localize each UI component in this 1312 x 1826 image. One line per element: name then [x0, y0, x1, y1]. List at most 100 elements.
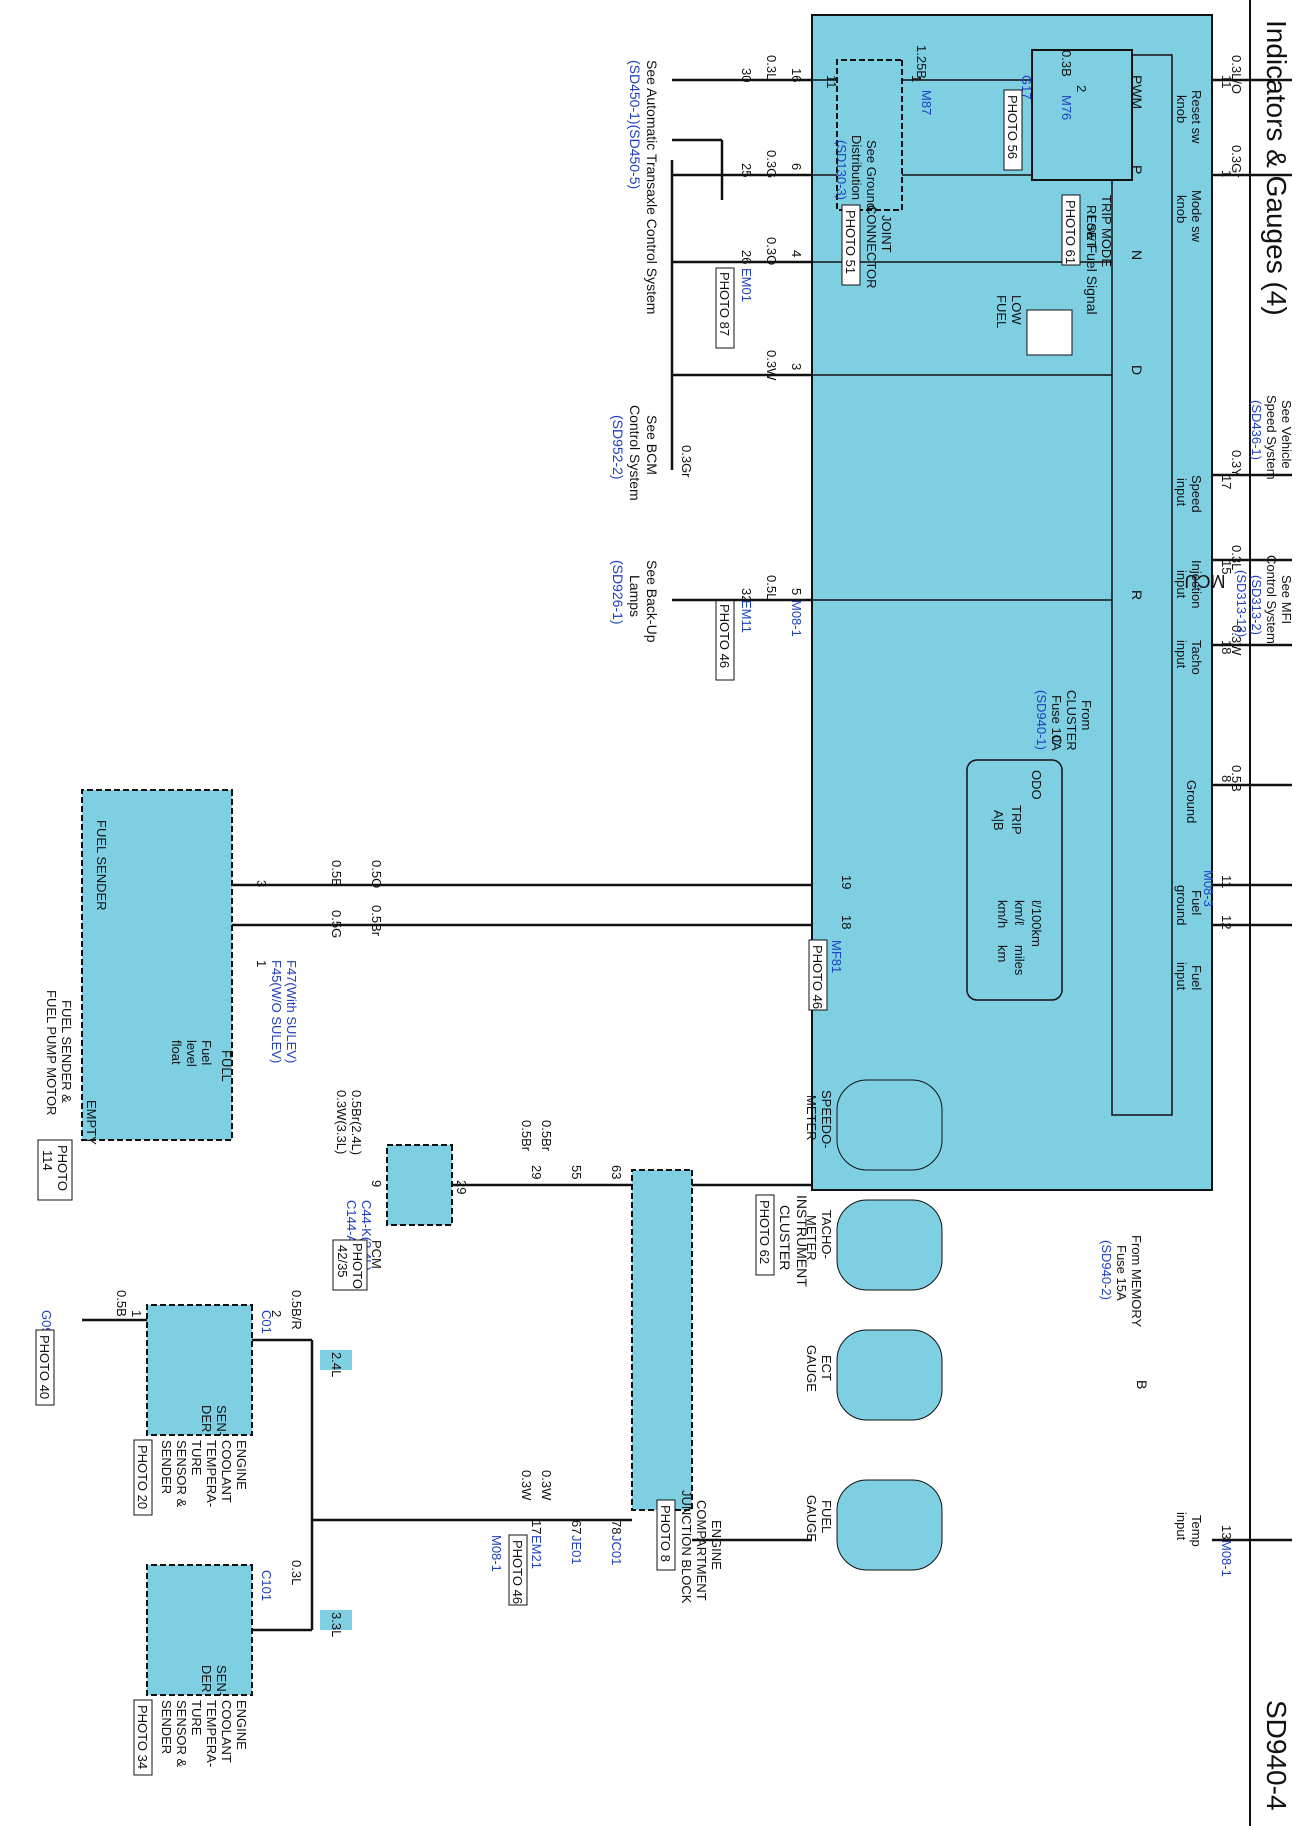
gauges — [836, 1079, 943, 1571]
photo-fuel-2: 114 — [40, 1150, 55, 1171]
ground-dist-2: Distribution — [849, 135, 864, 200]
memory-fuse-2: Fuse 15A — [1114, 1245, 1129, 1301]
g17: G17 — [1019, 75, 1034, 100]
wire-fuel-3: 0.5B — [329, 860, 344, 887]
gear-r: R — [1129, 590, 1145, 600]
cluster-label-1: INSTRUMENT — [794, 1195, 810, 1287]
conn-m08-1-left: M08-1 — [1219, 1540, 1234, 1577]
conn-m08-1-right: M08-1 — [789, 600, 804, 637]
pin-m08-3-12: 12 — [1219, 915, 1234, 929]
wire-right-3: 0.3O — [764, 237, 779, 265]
input-temp-1: Temp — [1189, 1515, 1204, 1547]
backup-label-2: Lamps — [627, 575, 643, 617]
photo-jb: PHOTO 8 — [658, 1505, 673, 1562]
pin-m08-1: 1 — [1219, 170, 1234, 177]
trip-mode-1: TRIP MODE — [1099, 195, 1114, 267]
conn-f45: F45(W/O SULEV) — [269, 960, 284, 1063]
wire-y: 0.3Y — [1229, 450, 1244, 477]
pin-mf81-18: 18 — [839, 915, 854, 929]
wire-right-5: 0.3Gr — [679, 445, 694, 478]
pin-m08-17: 17 — [1219, 475, 1234, 489]
photo-pcm-1: PHOTO — [350, 1243, 365, 1289]
svg-text:SENDER: SENDER — [159, 1700, 174, 1754]
display-trip: TRIP — [1009, 805, 1024, 835]
display-unit-4: miles — [1012, 945, 1027, 976]
wire-pcm-2: 0.3W(3.3L) — [334, 1090, 349, 1154]
wire-b: 0.5B — [1229, 765, 1244, 792]
svg-text:TEMPERA-: TEMPERA- — [204, 1700, 219, 1767]
gauge-fuel-2: GAUGE — [804, 1495, 819, 1542]
gauge-ect-2: GAUGE — [804, 1345, 819, 1392]
mfi-ref-1: (SD313-2) — [1249, 575, 1264, 635]
svg-text:SENSOR &: SENSOR & — [174, 1440, 189, 1508]
low-fuel-1: LOW — [1009, 295, 1024, 325]
sender-1a: SEN- — [214, 1405, 229, 1436]
mfi-1: See MFI — [1279, 575, 1294, 624]
vss-1: See Vehicle — [1279, 400, 1294, 469]
input-reset-2: knob — [1174, 95, 1189, 123]
wire-c01-2: 0.5B/R — [289, 1290, 304, 1330]
pin-pcm-9: 9 — [369, 1180, 384, 1187]
photo-fuel-1: PHOTO — [55, 1145, 70, 1191]
pin-m87-1: 1 — [909, 75, 924, 82]
photo-trip: PHOTO 61 — [1063, 200, 1078, 264]
cluster-fuse-3: Fuse 10A — [1049, 695, 1064, 751]
display-unit-3: km/h — [995, 900, 1010, 928]
input-mode-2: knob — [1174, 195, 1189, 223]
sender-2a: SEN- — [214, 1665, 229, 1696]
mfi-ref-2: (SD313-13) — [1234, 570, 1249, 637]
input-mode-1: Mode sw — [1189, 190, 1204, 243]
photo-em11: PHOTO 46 — [717, 604, 732, 668]
svg-text:TEMPERA-: TEMPERA- — [204, 1440, 219, 1507]
conn-je01: JE01 — [569, 1535, 584, 1565]
sender-2b: DER — [199, 1665, 214, 1692]
photo-ect1: PHOTO 20 — [135, 1445, 150, 1509]
photo-em01: PHOTO 87 — [717, 272, 732, 336]
joint-1: JOINT — [879, 215, 894, 253]
mcu-label: MCU — [1185, 571, 1226, 591]
pcm — [386, 1144, 453, 1226]
input-reset-1: Reset sw — [1189, 90, 1204, 144]
pin-m08-3-11: 11 — [1219, 875, 1234, 889]
low-fuel-2: FUEL — [994, 295, 1009, 328]
conn-em11: EM11 — [739, 600, 754, 633]
mfi-2: Control System — [1264, 555, 1279, 644]
atcs-ref: (SD450-1)(SD450-5) — [627, 60, 643, 189]
gauge-fuel-1: FUEL — [819, 1500, 834, 1533]
fuel-empty: EMPTY — [84, 1100, 99, 1145]
low-fuel-icon — [1026, 309, 1073, 356]
memory-fuse-ref: (SD940-2) — [1099, 1240, 1114, 1300]
jb-pin-78: 78 — [609, 1520, 624, 1534]
jb-pin-17: 17 — [529, 1520, 544, 1534]
gauge-ect-1: ECT — [819, 1355, 834, 1381]
pin-5: 5 — [789, 588, 804, 595]
photo-mf81: PHOTO 46 — [810, 945, 825, 1009]
ect-label-1: ENGINE COOLANT TEMPERA- TURE SENSOR & SE… — [159, 1440, 249, 1508]
input-tacho-1: Tacho — [1189, 640, 1204, 675]
fuel-sender — [81, 789, 233, 1141]
gauge-speedo-1: SPEEDO- — [819, 1090, 834, 1149]
svg-text:TURE: TURE — [189, 1440, 204, 1476]
fuel-float-1: Fuel — [199, 1040, 214, 1065]
bcm-ref: (SD952-2) — [610, 415, 626, 480]
gear-d: D — [1129, 365, 1145, 375]
mcu-bus — [1111, 54, 1173, 1116]
input-fuel-2: input — [1174, 962, 1189, 991]
pin-fuel-1: 1 — [254, 960, 269, 967]
eng-24: 2.4L — [329, 1352, 344, 1377]
cluster-label-2: CLUSTER — [777, 1205, 793, 1270]
gear-p: P — [1129, 165, 1145, 174]
g09: G09 — [39, 1310, 54, 1335]
display-unit-2: km/ℓ — [1012, 900, 1027, 926]
wire-right-1: 0.3L — [764, 55, 779, 80]
jb-pin-67: 67 — [569, 1520, 584, 1534]
fuel-float-3: float — [169, 1040, 184, 1065]
ect-sensor-1 — [146, 1304, 253, 1436]
pin-m08-18: 18 — [1219, 640, 1234, 654]
jb-pin-29: 29 — [529, 1165, 544, 1179]
fuse-b-letter: B — [1134, 1380, 1150, 1389]
trip-mode-switch — [1031, 49, 1133, 181]
joint-2: CONNECTOR — [864, 205, 879, 289]
jb-wire-1: 0.5Br — [539, 1120, 554, 1152]
